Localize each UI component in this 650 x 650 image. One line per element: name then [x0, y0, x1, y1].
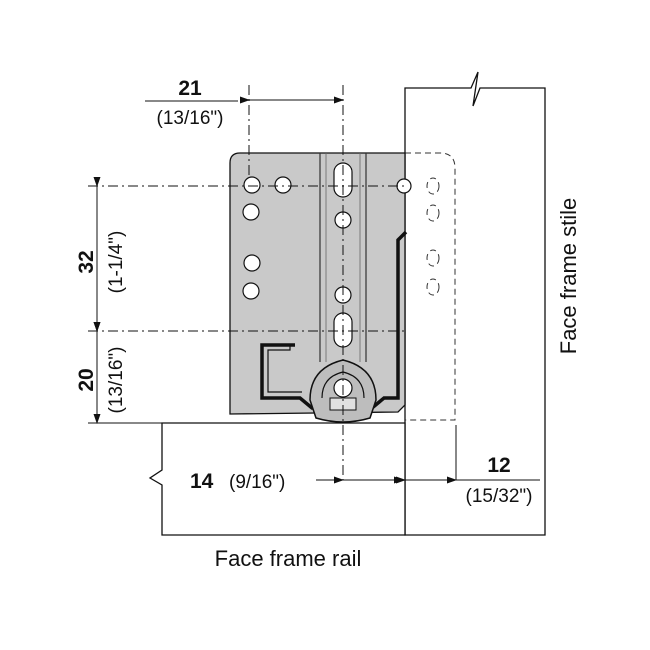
stile-label: Face frame stile [556, 198, 581, 355]
hidden-holes [426, 177, 440, 296]
dim-21-imperial: (13/16") [157, 108, 224, 129]
dim-14-metric: 14 [190, 470, 214, 493]
hole [243, 254, 261, 272]
dim-20-imperial: (13/16") [106, 347, 127, 414]
hole [242, 203, 260, 221]
dim-32-imperial: (1-1/4") [106, 231, 127, 294]
dim-12-metric: 12 [487, 454, 510, 477]
hole [243, 176, 261, 194]
hidden-bracket-outline [405, 152, 456, 421]
dim-32-metric: 32 [75, 250, 98, 273]
dim-14-imperial: (9/16") [229, 472, 285, 493]
dim-12-imperial: (15/32") [466, 486, 533, 507]
hole [242, 282, 260, 300]
hole [274, 176, 292, 194]
drawer-bracket [229, 152, 412, 423]
face-frame-stile [404, 71, 546, 536]
dim-21-metric: 21 [178, 77, 202, 100]
rail-label: Face frame rail [215, 546, 362, 571]
dim-20-metric: 20 [75, 368, 98, 391]
